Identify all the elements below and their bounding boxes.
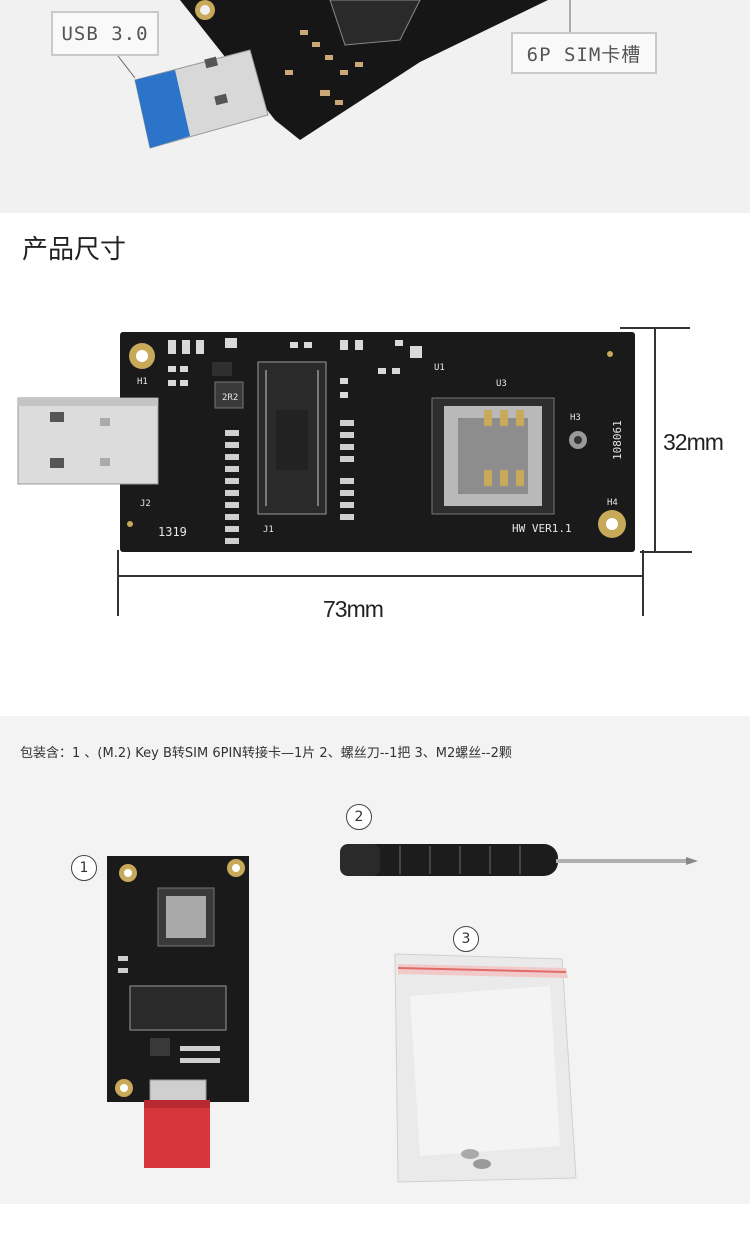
sim-slot-callout-label: 6P SIM卡槽 (511, 32, 657, 74)
silk-h4: H4 (607, 498, 618, 508)
top-board-photo (117, 0, 571, 149)
silk-h1: H1 (137, 377, 148, 387)
resistor-column-right (340, 420, 354, 520)
package-contents-band: 包装含：1 、(M.2) Key B转SIM 6PIN转接卡—1片 2、螺丝刀-… (0, 716, 750, 1204)
item2-number-badge: 2 (346, 804, 372, 830)
package-contents-text: 包装含：1 、(M.2) Key B转SIM 6PIN转接卡—1片 2、螺丝刀-… (20, 746, 512, 761)
silk-h3: H3 (570, 413, 581, 423)
usb-a-connector (17, 397, 159, 485)
m2-key-b-slot (257, 361, 327, 515)
usb-callout-label: USB 3.0 (51, 11, 159, 56)
silk-code: 108061 (611, 420, 624, 460)
board-components (285, 30, 363, 105)
silk-stamp: 1319 (158, 525, 187, 539)
item1-number-badge: 1 (71, 855, 97, 881)
screw-a (461, 1149, 479, 1159)
m2-slot (329, 0, 421, 46)
callout-line-usb (117, 55, 136, 79)
silk-u3: U3 (496, 379, 507, 389)
package-items-photo (107, 844, 698, 1183)
item3-number-badge: 3 (453, 926, 479, 952)
section-title-dimensions: 产品尺寸 (22, 235, 127, 265)
inductor-label: 2R2 (222, 393, 238, 403)
usb-blue-tongue (135, 70, 190, 148)
item1-m2-slot (129, 985, 227, 1031)
silkscreen-text: 2R2 U3 H3 H4 H1 J2 J1 U1 1319 HW VER1.1 … (137, 363, 624, 539)
dimension-height-label: 32mm (663, 429, 724, 455)
item3-zip-bag (394, 953, 577, 1183)
screw-b (473, 1159, 491, 1169)
silk-j2: J2 (140, 499, 151, 509)
board-top-edge (180, 0, 548, 140)
dimension-width-label: 73mm (323, 596, 384, 622)
smd-components (168, 338, 422, 398)
inductor (214, 381, 244, 409)
silk-u1: U1 (434, 363, 445, 373)
board-dimension-drawing: 2R2 U3 H3 H4 H1 J2 J1 U1 1319 HW VER1.1 … (17, 327, 692, 616)
silk-j1: J1 (263, 525, 274, 535)
item1-red-usb-cap (144, 1100, 210, 1168)
resistor-column-left (225, 430, 239, 544)
mounting-holes (127, 343, 626, 538)
sim-contacts (484, 410, 524, 486)
item2-screwdriver (340, 844, 698, 876)
silk-version: HW VER1.1 (512, 522, 572, 535)
adapter-board (120, 332, 635, 552)
dimension-lines (117, 327, 692, 616)
top-product-photo-band: USB 3.0 6P SIM卡槽 (0, 0, 750, 213)
